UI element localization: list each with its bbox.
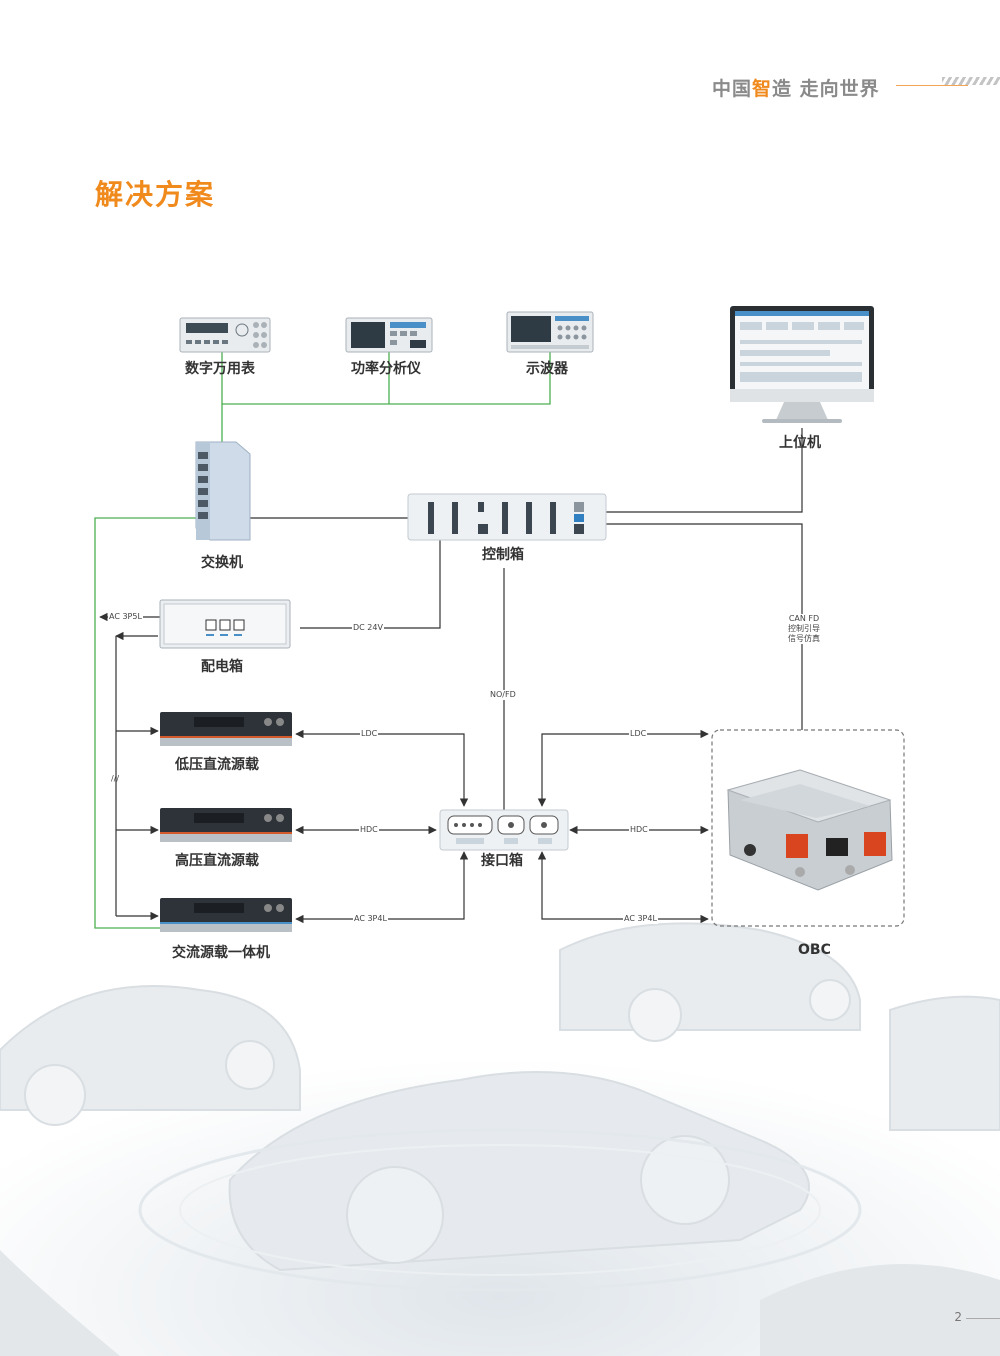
conn-label-ac-3p4l-right: AC 3P4L — [623, 914, 658, 924]
conn-label-hdc-left: HDC — [359, 825, 379, 835]
conn-label-dc-24v: DC 24V — [352, 623, 384, 633]
obc-dashed-frame — [711, 729, 905, 927]
control-box-icon — [407, 493, 607, 541]
ac-load-icon — [160, 898, 292, 932]
conn-label-slash: /// — [111, 774, 120, 783]
label-distribution-box: 配电箱 — [201, 659, 243, 675]
label-interface-box: 接口箱 — [481, 853, 523, 869]
obc-unit-icon — [726, 769, 893, 891]
label-oscilloscope: 示波器 — [526, 361, 568, 377]
multimeter-icon — [179, 317, 271, 353]
label-hv-dc-load: 高压直流源载 — [175, 853, 259, 869]
interface-box-icon — [439, 809, 569, 851]
label-host-pc: 上位机 — [779, 435, 821, 451]
conn-label-ldc-left: LDC — [360, 729, 379, 739]
conn-label-no-fd: NO/FD — [489, 690, 517, 700]
lv-dc-load-icon — [160, 712, 292, 746]
slogan-stripes-decoration — [942, 77, 1000, 85]
page-number-line — [966, 1318, 1000, 1319]
label-control-box: 控制箱 — [482, 547, 524, 563]
header-slogan: 中国智造 走向世界 — [712, 78, 880, 100]
conn-label-hdc-right: HDC — [629, 825, 649, 835]
slogan-divider — [896, 85, 968, 86]
conn-label-ac-3p4l-left: AC 3P4L — [353, 914, 388, 924]
power-analyzer-icon — [345, 317, 433, 353]
label-lv-dc-load: 低压直流源载 — [175, 757, 259, 773]
hv-dc-load-icon — [160, 808, 292, 842]
label-power-analyzer: 功率分析仪 — [351, 361, 421, 377]
label-multimeter: 数字万用表 — [185, 361, 255, 377]
oscilloscope-icon — [506, 311, 594, 353]
label-switch: 交换机 — [201, 555, 243, 571]
conn-label-ac-3p5l: AC 3P5L — [108, 612, 143, 622]
network-switch-icon — [195, 441, 251, 541]
conn-label-can-fd: CAN FD 控制引导 信号仿真 — [787, 614, 821, 644]
section-title: 解决方案 — [95, 178, 216, 211]
distribution-box-icon — [159, 599, 291, 649]
label-ac-load: 交流源载一体机 — [172, 945, 270, 961]
label-obc: OBC — [798, 942, 831, 958]
conn-label-ldc-right: LDC — [629, 729, 648, 739]
page-number: 2 — [954, 1310, 962, 1324]
monitor-icon — [730, 306, 874, 423]
slogan-highlight: 智 — [752, 78, 773, 100]
